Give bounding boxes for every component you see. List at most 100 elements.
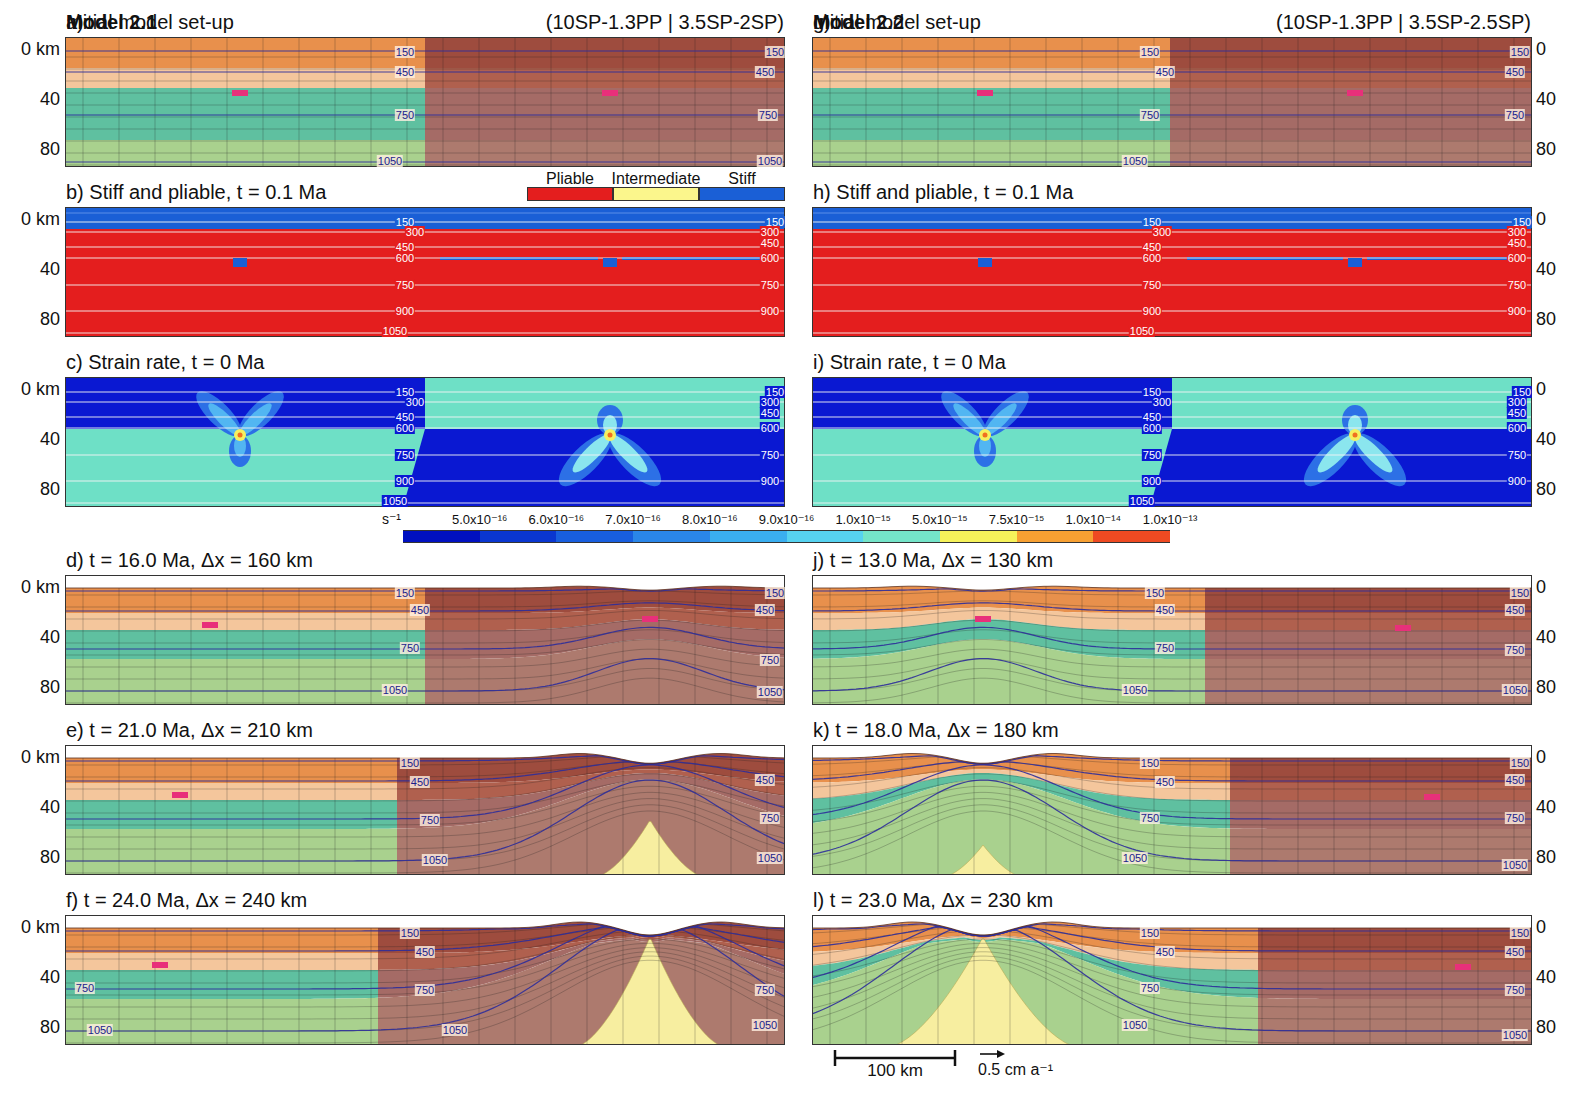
- isotherm-label: 750: [1140, 982, 1160, 994]
- rock-layer: [1205, 613, 1532, 630]
- isotherm-label: 900: [760, 305, 780, 317]
- depth-tick-label: 0 km: [21, 577, 60, 598]
- weak-seed: [977, 90, 993, 96]
- grid-line: [335, 588, 336, 705]
- isotherm-label: 750: [760, 449, 780, 461]
- depth-tick-label: 0: [1536, 379, 1546, 400]
- high-strain-zone: [65, 429, 425, 507]
- grid-line: [407, 928, 408, 1045]
- isotherm-label: 750: [1140, 812, 1160, 824]
- grid-line: [1442, 758, 1443, 875]
- grid-line: [119, 588, 120, 705]
- velocity-scale-label: 0.5 cm a⁻¹: [978, 1060, 1053, 1079]
- weak-seed: [172, 792, 188, 798]
- isotherm-label: 450: [415, 946, 435, 958]
- legend-label: Stiff: [728, 170, 755, 187]
- grid-line: [812, 669, 1532, 692]
- grid-line: [65, 811, 785, 873]
- depth-tick-label: 0: [1536, 917, 1546, 938]
- isotherm-label: 450: [410, 604, 430, 616]
- grid-line: [65, 805, 785, 861]
- depth-tick-label: 80: [40, 479, 60, 500]
- weak-seed: [232, 90, 248, 96]
- grid-line: [479, 588, 480, 705]
- model-parameters: (10SP-1.3PP | 3.5SP-2.5SP): [1276, 10, 1531, 34]
- grid-line: [443, 37, 444, 167]
- grid-line: [65, 774, 785, 801]
- grid-line: [587, 586, 588, 705]
- panel-title: c) Strain rate, t = 0 Ma: [66, 350, 264, 374]
- isotherm-line: [812, 926, 1532, 989]
- model-panel: [812, 37, 1532, 169]
- depth-tick-label: 40: [40, 259, 60, 280]
- isotherm-line: [65, 247, 785, 248]
- grid-line: [1046, 922, 1047, 1045]
- rock-layer: [65, 758, 397, 783]
- grid-line: [1406, 758, 1407, 875]
- surface-line: [65, 586, 785, 590]
- colorbar-label: 9.0x10⁻¹⁶: [759, 512, 815, 528]
- scale-bar: [954, 1050, 957, 1066]
- grid-line: [263, 37, 264, 167]
- colorbar-label: 1.0x10⁻¹⁵: [835, 512, 891, 528]
- grid-line: [659, 934, 660, 1045]
- grid-line: [65, 620, 785, 631]
- isotherm-label: 450: [395, 66, 415, 78]
- seed-strain: [1353, 433, 1358, 438]
- isotherm-line: [65, 765, 785, 819]
- rheology-swatch: [527, 187, 613, 201]
- isotherm-label: 750: [1507, 279, 1527, 291]
- isotherm-label: 600: [1507, 422, 1527, 434]
- isotherm-label: 900: [760, 475, 780, 487]
- grid-line: [479, 37, 480, 167]
- panel-heading: a)Model 2.1Initial model set-up(10SP-1.3…: [66, 10, 784, 34]
- colorbar-label: 8.0x10⁻¹⁶: [682, 512, 738, 528]
- grid-line: [65, 57, 785, 58]
- asthenosphere: [943, 845, 1023, 877]
- isotherm-label: 150: [1510, 927, 1530, 939]
- grid-line: [1226, 758, 1227, 875]
- grid-line: [731, 37, 732, 167]
- colorbar-label: 5.0x10⁻¹⁶: [452, 512, 508, 528]
- grid-line: [587, 37, 588, 167]
- grid-line: [812, 792, 1532, 837]
- grid-line: [479, 758, 480, 875]
- isotherm-label: 450: [1505, 946, 1525, 958]
- rock-layer: [1170, 68, 1532, 88]
- grid-line: [812, 81, 1532, 82]
- grid-line: [1082, 756, 1083, 875]
- grid-line: [1082, 587, 1083, 705]
- panel-title: b) Stiff and pliable, t = 0.1 Ma: [66, 180, 326, 204]
- isotherm-label: 150: [395, 46, 415, 58]
- strain-lobe: [601, 426, 669, 494]
- grid-line: [407, 758, 408, 875]
- panel-heading: g)Model 2.2Initial model set-up(10SP-1.3…: [813, 10, 1531, 34]
- isotherm-line: [65, 285, 785, 286]
- rock-layer: [1170, 37, 1532, 68]
- grid-line: [371, 928, 372, 1045]
- depth-tick-label: 0: [1536, 747, 1546, 768]
- panel-title: f) t = 24.0 Ma, Δx = 240 km: [66, 888, 307, 912]
- isotherm-label: 150: [1145, 587, 1165, 599]
- grid-line: [812, 952, 1532, 1019]
- grid-line: [974, 763, 975, 875]
- seed-strain: [979, 429, 991, 441]
- grid-line: [1046, 586, 1047, 705]
- panel-heading: d) t = 16.0 Ma, Δx = 160 km: [66, 548, 784, 572]
- grid-line: [623, 930, 624, 1045]
- isotherm-label: 150: [1140, 46, 1160, 58]
- grid-line: [65, 768, 785, 789]
- grid-line: [587, 754, 588, 875]
- rock-layer: [1230, 828, 1532, 877]
- grid-line: [191, 758, 192, 875]
- isotherm-line: [65, 161, 785, 162]
- rock-layer: [378, 940, 785, 1047]
- model-panel: [65, 377, 785, 507]
- low-strain-zone: [65, 377, 785, 507]
- high-strain-zone: [812, 429, 1172, 507]
- isotherm-line: [65, 926, 785, 989]
- strain-lobe: [981, 400, 1021, 440]
- weak-seed: [202, 622, 218, 628]
- grid-line: [65, 141, 785, 142]
- strain-lobe: [977, 385, 1035, 443]
